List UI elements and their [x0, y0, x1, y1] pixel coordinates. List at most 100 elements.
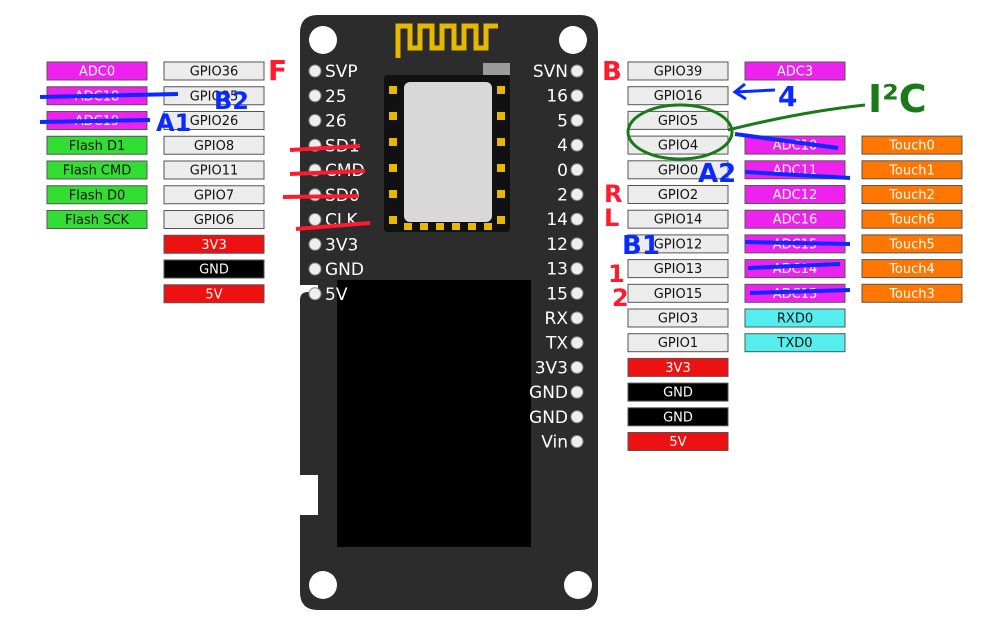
strike-mark — [747, 262, 841, 270]
touch-box-label: Touch6 — [888, 213, 935, 228]
touch-box: Touch5 — [861, 234, 963, 254]
pin-name: Vin — [541, 433, 568, 453]
right-pin-row: Vin 5V — [541, 432, 729, 453]
pin-name: 5V — [325, 285, 348, 305]
pin-name: GND — [529, 383, 568, 403]
module-pad — [452, 223, 460, 230]
gpio-box-label: 3V3 — [665, 361, 690, 376]
module-pad — [497, 216, 505, 224]
pin-header — [308, 114, 322, 127]
pin-name: 16 — [546, 87, 568, 107]
gpio-box: GPIO0 — [627, 160, 729, 180]
pin-name: GND — [325, 260, 364, 280]
pin-header — [570, 163, 584, 177]
gpio-box: GPIO5 — [627, 110, 729, 130]
module-pad — [420, 223, 428, 230]
pin-header — [308, 287, 322, 301]
strike-mark — [734, 132, 839, 150]
left-pin-row: GND GND — [163, 259, 364, 280]
strike-mark — [289, 144, 361, 152]
annotation-b1: B1 — [622, 231, 660, 261]
module-pad — [389, 216, 397, 224]
gpio-box: GPIO14 — [627, 209, 729, 229]
annotation-i2c: I²C — [868, 77, 927, 121]
function-box-label: Flash D1 — [69, 139, 125, 154]
gpio-box-label: GPIO39 — [654, 65, 703, 80]
gpio-box: GND — [163, 259, 265, 279]
pin-name: 13 — [546, 260, 568, 280]
pin-name: TX — [545, 334, 568, 354]
function-box-label: ADC12 — [773, 188, 818, 203]
touch-box-label: Touch2 — [888, 188, 935, 203]
annotation-l: L — [604, 204, 619, 232]
pin-header — [308, 89, 322, 103]
pin-header — [570, 212, 584, 226]
annotation-a1: A1 — [156, 109, 191, 137]
gpio-box-label: GPIO0 — [658, 163, 698, 178]
annotation-4: 4 — [778, 80, 797, 113]
annotation-1: 1 — [608, 260, 625, 288]
function-box-label: ADC3 — [777, 65, 813, 80]
strike-mark — [295, 221, 371, 231]
gpio-box-label: GPIO14 — [654, 213, 703, 228]
pin-name: 26 — [325, 112, 347, 132]
gpio-box: GPIO6 — [163, 210, 265, 229]
function-box: Flash D1 — [46, 135, 148, 155]
touch-box: Touch1 — [861, 160, 963, 180]
function-box: ADC0 — [46, 61, 148, 81]
gpio-box: GPIO15 — [627, 283, 729, 303]
gpio-box-label: 5V — [205, 287, 222, 302]
pin-header — [570, 262, 584, 276]
gpio-box-label: GPIO11 — [190, 164, 239, 179]
module-pad — [389, 164, 397, 172]
pin-header — [308, 262, 322, 276]
annotation-2: 2 — [612, 284, 629, 312]
function-box-label: Flash SCK — [65, 213, 130, 228]
module-pad — [389, 138, 397, 146]
function-box-label: TXD0 — [776, 336, 812, 351]
pin-header — [570, 188, 584, 201]
pin-header — [570, 336, 584, 350]
annotation-b2: B2 — [214, 87, 249, 115]
arrow-mark — [732, 82, 776, 101]
function-box: ADC16 — [744, 209, 846, 229]
pin-name: 4 — [557, 136, 568, 156]
pin-header — [308, 64, 322, 78]
module-pad — [389, 112, 397, 120]
gpio-box-label: GND — [199, 263, 229, 278]
touch-box-label: Touch0 — [888, 139, 935, 154]
pin-name: RX — [545, 309, 569, 329]
left-pin-row: 5V 5V — [163, 284, 348, 305]
mounting-hole — [559, 26, 587, 54]
function-box-label: ADC13 — [773, 287, 818, 302]
function-box: ADC12 — [744, 185, 846, 204]
gpio-box-label: GPIO13 — [654, 262, 703, 277]
mounting-hole — [309, 26, 337, 54]
pin-name: 0 — [557, 161, 568, 181]
annotation-a2: A2 — [698, 159, 736, 189]
pin-header — [570, 113, 584, 127]
shield-can — [404, 82, 492, 222]
pin-header — [570, 89, 584, 103]
gpio-box-label: GPIO7 — [194, 188, 234, 203]
gpio-box: 5V — [163, 284, 265, 304]
gpio-box: GPIO12 — [627, 234, 729, 254]
sd-card-slot — [337, 280, 531, 547]
module-pad — [497, 164, 505, 172]
gpio-box-label: GPIO25 — [190, 89, 239, 104]
gpio-box-label: 5V — [669, 435, 686, 450]
gpio-box: GPIO25 — [163, 86, 265, 106]
strike-mark — [282, 194, 359, 199]
function-box: Flash D0 — [46, 185, 148, 205]
function-box-label: Flash D0 — [69, 188, 125, 203]
module-pad — [497, 190, 505, 198]
gpio-box: GPIO39 — [627, 61, 729, 81]
pin-name: 15 — [546, 284, 568, 304]
